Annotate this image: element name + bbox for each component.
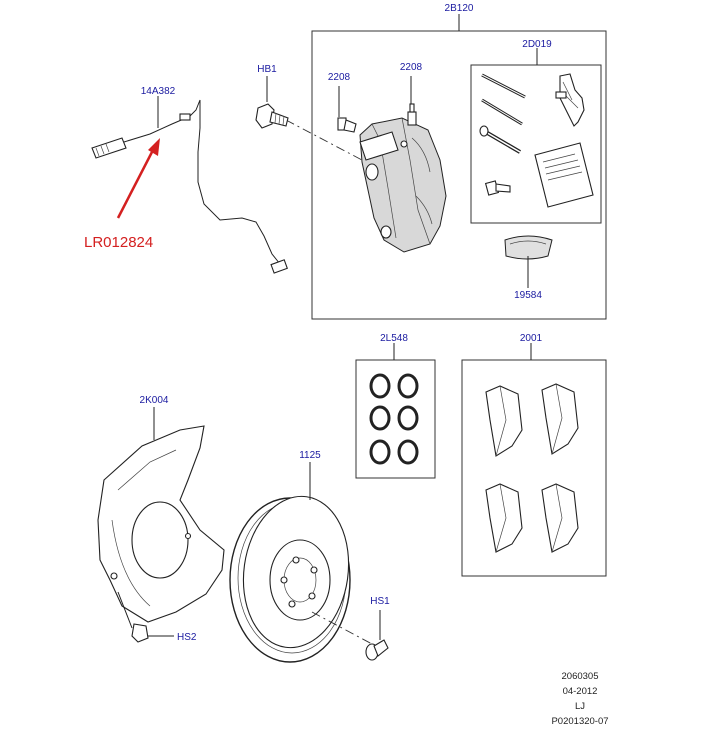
seal-kit-frame (355, 359, 436, 479)
clip-spring-icon (555, 73, 585, 127)
bleed-screw-icon (337, 103, 417, 133)
guide-pin-icon (479, 73, 526, 154)
seal-ring-icon (369, 373, 419, 465)
small-bolt-icon (484, 180, 511, 196)
instruction-sheet-icon (534, 142, 594, 208)
footer-line-4: P0201320-07 (551, 716, 608, 727)
footer-line-1: 2060305 (562, 671, 599, 682)
screw-hs1-icon (365, 639, 389, 661)
caliper-kit-group: 2B120 2D019 (285, 3, 607, 320)
callout-hs1: HS1 (370, 596, 390, 607)
callout-1125: 1125 (299, 450, 321, 461)
brake-caliper-icon (359, 117, 447, 253)
footer-line-3: LJ (575, 701, 585, 712)
highlight-arrow-icon (116, 138, 160, 219)
sensor-part-number: LR012824 (84, 234, 153, 251)
seal-kit-group: 2L548 (355, 333, 436, 479)
pad-set-group: 2001 (461, 333, 607, 577)
pad-set-frame (461, 359, 607, 577)
callout-2b120: 2B120 (445, 3, 474, 14)
pin-kit-frame (470, 64, 602, 224)
bolt-hb1-icon (255, 103, 289, 129)
screw-hs2-icon (117, 591, 149, 643)
callout-14a382: 14A382 (141, 86, 176, 97)
callout-2l548: 2L548 (380, 333, 408, 344)
callout-2001: 2001 (520, 333, 543, 344)
callout-2k004: 2K004 (140, 395, 169, 406)
splash-shield-icon (97, 425, 225, 623)
callout-19584: 19584 (514, 290, 542, 301)
callout-hb1: HB1 (257, 64, 277, 75)
grease-sachet-icon (504, 235, 553, 260)
callout-2208-left: 2208 (328, 72, 351, 83)
footer-line-2: 04-2012 (563, 686, 598, 697)
callout-2208-right: 2208 (400, 62, 423, 73)
brake-disc-icon (229, 495, 373, 663)
callout-2d019: 2D019 (522, 39, 552, 50)
brake-pad-icon (485, 383, 579, 553)
wear-sensor-icon (91, 99, 288, 274)
callout-hs2: HS2 (177, 632, 197, 643)
